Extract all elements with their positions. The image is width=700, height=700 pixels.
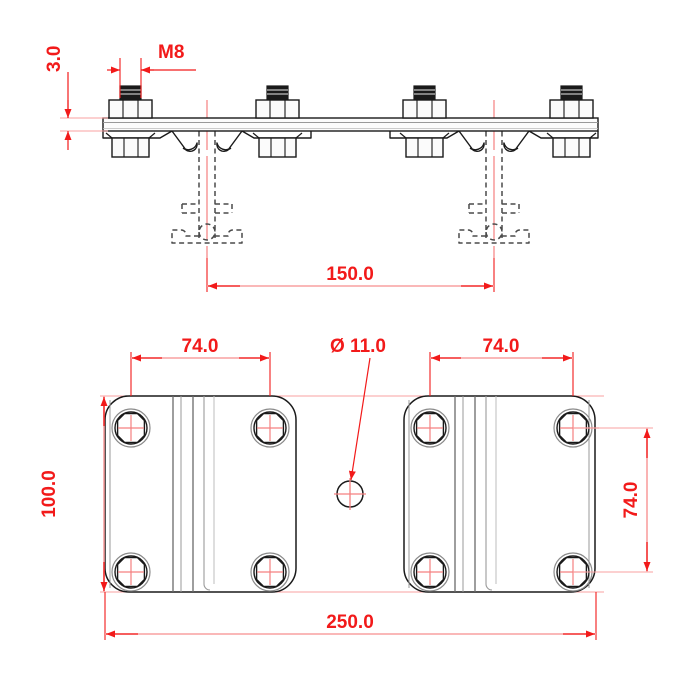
dimension-plate-height: 100.0 (39, 396, 108, 592)
dimension-label-plate-height: 100.0 (39, 470, 60, 518)
bolt-assembly-2 (252, 85, 303, 158)
dimension-label-hole-spacing-right: 74.0 (483, 336, 520, 357)
plan-bolt-4 (250, 552, 290, 592)
dimension-hole-spacing-right: 74.0 (429, 336, 574, 396)
bolt-thread-top (119, 85, 142, 101)
bolt-nut-bottom (111, 137, 150, 158)
bolt-thread-top (560, 85, 583, 101)
bolt-assembly-3 (399, 85, 450, 158)
dimension-overall-length: 250.0 (104, 592, 597, 640)
plan-bolt-3 (111, 552, 151, 592)
dimension-label-hole-diameter: Ø 11.0 (330, 336, 386, 357)
plan-bolt-heads (111, 408, 593, 592)
bolt-hex-head (402, 99, 447, 119)
plan-bottom-view: Ø 11.0 74.0 74.0 100.0 (39, 336, 653, 640)
bolt-hex-head (255, 99, 300, 119)
dimension-m8: M8 (107, 42, 196, 98)
dimension-hole-diameter: Ø 11.0 (330, 336, 386, 481)
dimension-label-rail-spacing: 150.0 (326, 264, 374, 285)
dimension-hole-spacing-vertical: 74.0 (573, 427, 653, 573)
bolt-assembly-4 (546, 85, 597, 158)
dimension-label-thickness: 3.0 (44, 46, 65, 72)
bracket-plate-left (104, 395, 297, 593)
clamp-hooks (102, 130, 599, 153)
mounting-plate-bar (102, 117, 599, 132)
plan-bolt-centermarks (118, 415, 599, 585)
bolt-hex-head (108, 99, 153, 119)
bolt-nut-bottom (552, 137, 591, 158)
center-hole (334, 478, 366, 510)
bolt-thread-top (413, 85, 436, 101)
bolt-hex-head (549, 99, 594, 119)
dimension-label-overall-length: 250.0 (326, 612, 374, 633)
bolt-nut-bottom (405, 137, 444, 158)
bolt-nut-bottom (258, 137, 297, 158)
dimension-thickness: 3.0 (44, 46, 108, 150)
plan-bolt-1 (111, 408, 151, 448)
dimension-hole-spacing-left: 74.0 (130, 336, 271, 396)
dimension-rail-spacing: 150.0 (206, 258, 495, 292)
bracket-plate-right (403, 395, 596, 593)
dimension-label-hole-spacing-vertical: 74.0 (621, 482, 642, 519)
plan-bolt-5 (410, 408, 450, 448)
plan-bolt-2 (250, 408, 290, 448)
rail-centerlines (206, 100, 495, 258)
bolt-thread-top (266, 85, 289, 101)
side-elevation-view: M8 3.0 150.0 (44, 42, 599, 292)
plan-bolt-7 (410, 552, 450, 592)
dimension-label-hole-spacing-left: 74.0 (182, 336, 219, 357)
dimension-label-m8: M8 (158, 42, 184, 63)
